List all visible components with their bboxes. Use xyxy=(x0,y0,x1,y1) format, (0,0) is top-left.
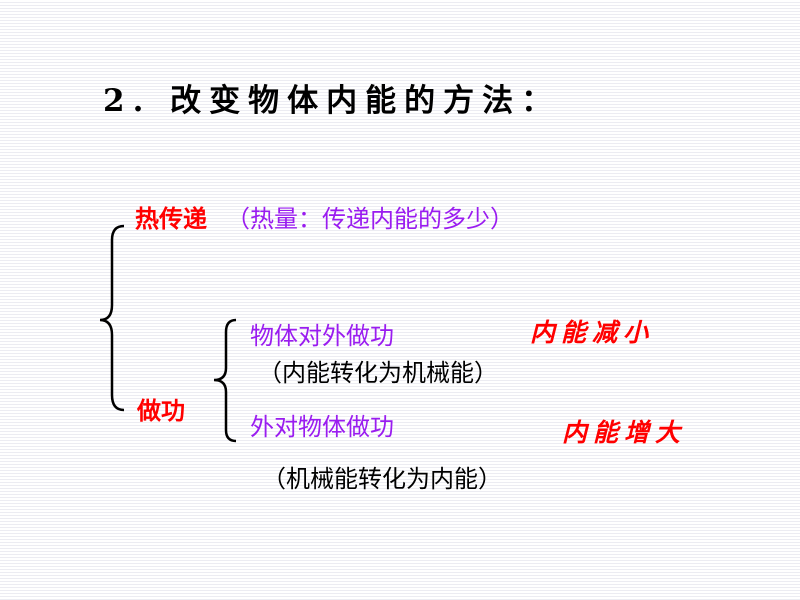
work-item-2-result: 内能增大 xyxy=(562,418,687,447)
work-item-1-label: 物体对外做功 xyxy=(250,322,394,350)
slide-title: 2. 改变物体内能的方法： xyxy=(103,83,561,119)
inner-brace xyxy=(213,318,237,443)
heat-transfer-note: （热量：传递内能的多少） xyxy=(226,205,514,233)
work-label: 做功 xyxy=(137,397,185,425)
work-item-2-label: 外对物体做功 xyxy=(250,413,394,441)
outer-brace xyxy=(99,224,125,412)
work-item-1-explanation: （内能转化为机械能） xyxy=(258,359,498,387)
heat-transfer-label: 热传递 xyxy=(135,205,207,233)
work-item-1-result: 内能减小 xyxy=(530,318,655,347)
work-item-2-explanation: （机械能转化为内能） xyxy=(262,465,502,493)
